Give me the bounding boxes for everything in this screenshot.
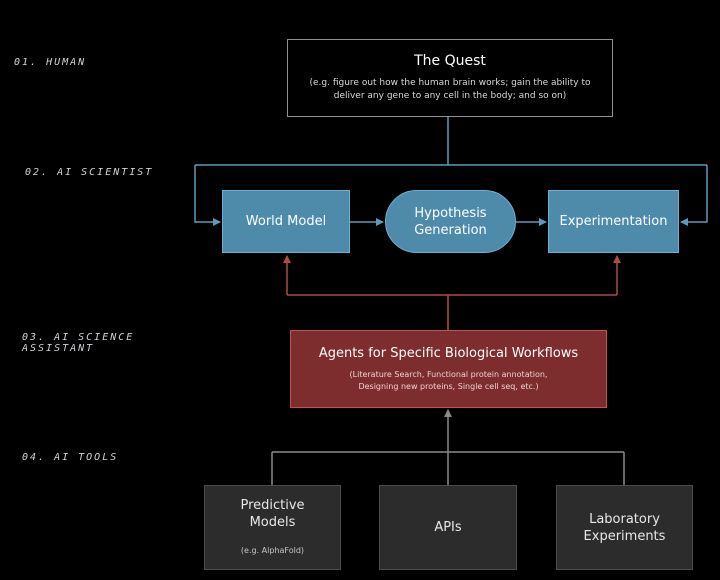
- quest-box: The Quest (e.g. figure out how the human…: [287, 39, 613, 117]
- level-label-human: 01. HUMAN: [14, 57, 87, 68]
- apis-box: APIs: [379, 485, 517, 570]
- predictive-models-box: Predictive Models (e.g. AlphaFold): [204, 485, 341, 570]
- agents-title: Agents for Specific Biological Workflows: [318, 345, 579, 361]
- level-label-ai-tools: 04. AI TOOLS: [22, 452, 119, 463]
- laboratory-experiments-box: Laboratory Experiments: [556, 485, 693, 570]
- apis-label: APIs: [434, 520, 462, 535]
- level-label-ai-science-assistant: 03. AI SCIENCE ASSISTANT: [22, 332, 135, 354]
- level-label-ai-scientist: 02. AI SCIENTIST: [25, 167, 154, 178]
- arrow-into-experimentation-right: [680, 165, 708, 226]
- experimentation-label: Experimentation: [559, 214, 668, 229]
- predictive-models-label: Predictive Models: [240, 497, 305, 530]
- world-model-label: World Model: [245, 214, 327, 229]
- experimentation-box: Experimentation: [548, 190, 679, 253]
- agents-box: Agents for Specific Biological Workflows…: [290, 330, 607, 408]
- laboratory-experiments-label: Laboratory Experiments: [583, 511, 666, 544]
- hypothesis-generation-box: Hypothesis Generation: [385, 190, 516, 253]
- agents-subtitle: (Literature Search, Functional protein a…: [349, 369, 548, 391]
- world-model-box: World Model: [222, 190, 350, 253]
- quest-title: The Quest: [414, 53, 486, 69]
- quest-subtitle: (e.g. figure out how the human brain wor…: [309, 78, 591, 101]
- arrow-into-world-model: [194, 165, 221, 226]
- hypothesis-generation-label: Hypothesis Generation: [414, 205, 487, 238]
- predictive-models-note: (e.g. AlphaFold): [240, 545, 305, 555]
